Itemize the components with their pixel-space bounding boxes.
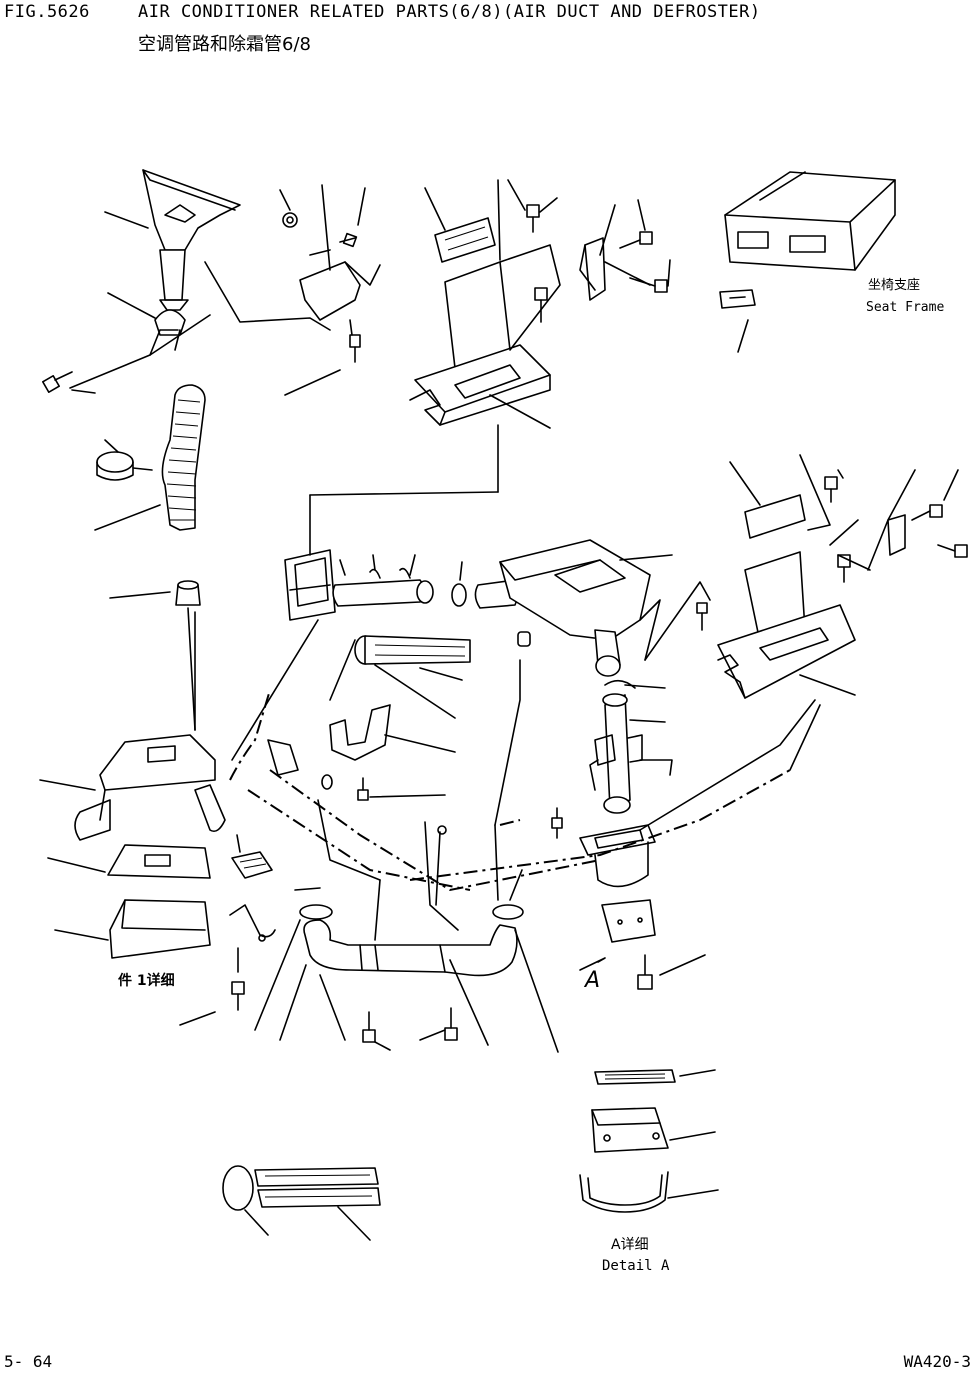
bracket-upper [284,184,381,396]
seat-frame-label: Seat Frame [866,300,945,315]
clip-bracket [229,739,299,942]
screw-set-upper [507,179,671,323]
upper-duct [409,179,561,429]
mount-plate [601,899,656,943]
hose-clamp [96,439,153,481]
washer [282,212,298,228]
right-duct [717,454,968,699]
filter-box [54,899,211,959]
seat-frame-box [719,171,896,353]
seat-frame-label-cn: 坐椅支座 [868,278,921,293]
duct-housing [499,539,711,677]
part1-detail-caption: 件 1详细 [118,973,175,989]
routing-lines [229,619,821,941]
bolt [42,371,96,394]
bolt-lower-left [179,947,245,1026]
model-code: WA420-3 [903,1352,971,1371]
page-number: 5- 64 [4,1352,53,1371]
center-duct-chain [284,424,519,621]
bolt-center [357,777,446,801]
detail-a-parts [579,1069,719,1213]
bolt-right-center [551,807,563,839]
elbow-fitting [517,631,531,647]
detail-a-label-cn: A详细 [611,1237,649,1253]
detail-a-label: Detail A [602,1258,670,1274]
bolt-detail [637,954,706,990]
corrugated-hose [94,384,206,531]
vertical-defroster-tube [589,679,673,814]
view-arrow-label: A [585,968,601,993]
grommet [321,774,333,790]
filter-plate [47,844,211,879]
figure-title: AIR CONDITIONER RELATED PARTS(6/8)(AIR D… [138,2,761,22]
duct-cap [109,580,201,731]
figure-title-chinese: 空调管路和除霜管6/8 [138,34,311,55]
bracket-u [329,704,456,761]
view-arrow-line [579,957,606,971]
blower-housing [39,611,226,841]
defroster-nozzle-tube [329,635,471,719]
figure-number: FIG.5626 [4,2,90,22]
lower-duct-run [254,869,559,1053]
loose-hose [222,1165,381,1241]
bolt-lower-center [362,1007,458,1051]
defroster-nozzle [104,169,241,356]
